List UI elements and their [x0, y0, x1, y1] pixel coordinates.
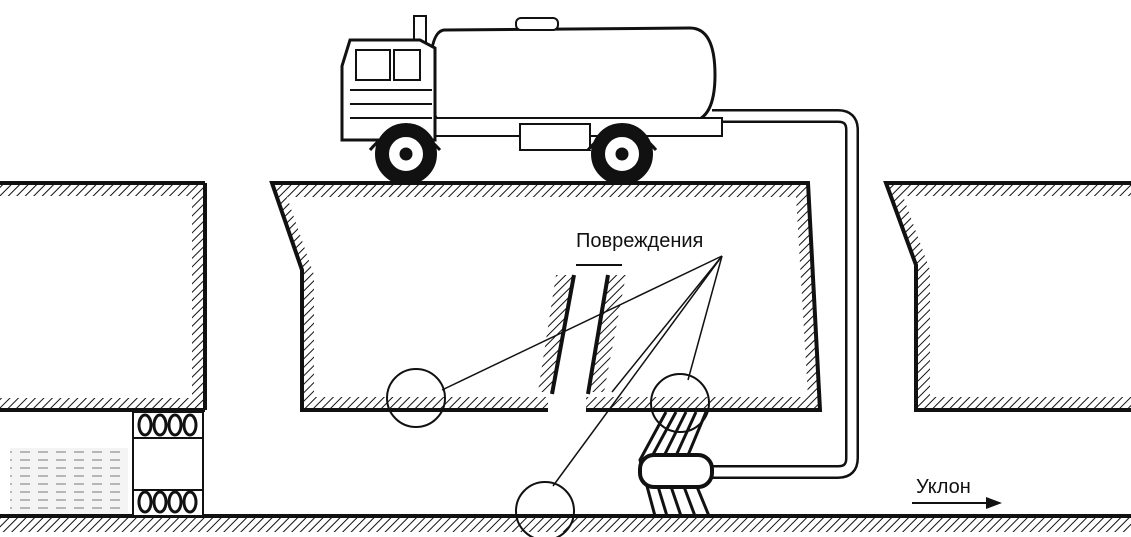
plug-lower: [133, 438, 203, 516]
damage-leader-lines: [442, 256, 722, 486]
pump-unit: [640, 455, 712, 487]
tanker-truck-icon: [342, 16, 722, 184]
water-area: [10, 448, 128, 514]
pipe-segment-left: [0, 183, 205, 410]
ground: [0, 516, 1131, 532]
pipe-segment-right: [886, 183, 1131, 410]
plug-upper: [133, 412, 203, 438]
slope-label: Уклон: [916, 476, 971, 499]
damage-label: Повреждения: [576, 230, 703, 253]
pipe-segment-middle: [272, 183, 820, 410]
